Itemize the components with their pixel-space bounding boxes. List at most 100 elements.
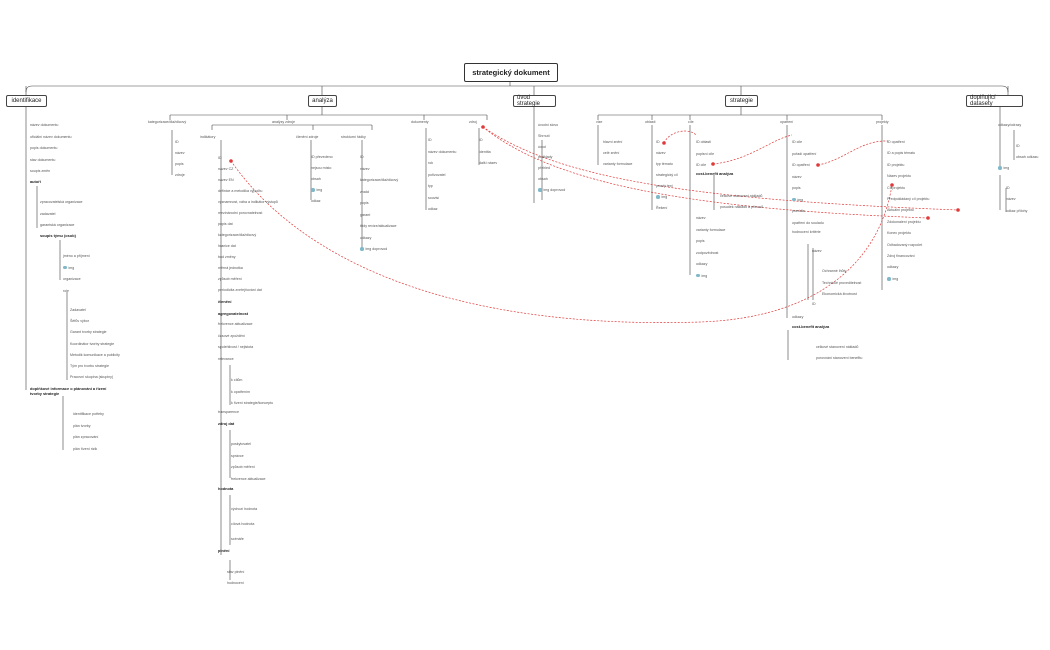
mindmap-node[interactable]: poskytovatel [231,442,251,446]
mindmap-node[interactable]: celkové stanovení nákladů [720,194,763,198]
mindmap-node[interactable]: zdroje [175,173,185,177]
mindmap-node[interactable]: plán tvorby [73,423,91,428]
mindmap-node[interactable]: cíle [688,120,694,124]
mindmap-node[interactable]: cost-benefit analýza [696,171,734,176]
mindmap-node[interactable]: transparence [218,410,239,414]
mindmap-node[interactable]: indikátory [200,135,216,139]
mindmap-node[interactable]: podklady [538,155,553,160]
mindmap-node[interactable]: strukturní řádky [341,135,366,139]
mindmap-node[interactable]: ID cíle [696,163,707,167]
mindmap-node[interactable]: frekvence aktualizace [218,322,253,326]
mindmap-node[interactable]: obsah [538,177,548,181]
mindmap-node[interactable]: popis [360,201,369,205]
mindmap-node[interactable]: identifikace potřeby [73,412,104,416]
mindmap-node[interactable]: soupis změn [30,169,51,173]
mindmap-node[interactable]: ID [656,140,660,144]
mindmap-node[interactable]: vize [596,120,603,124]
mindmap-node[interactable]: stav plnění [227,570,245,574]
mindmap-node[interactable]: plnění [218,548,230,553]
mindmap-node[interactable]: členění [218,299,232,304]
mindmap-node[interactable]: oficiální název dokumentu [30,134,72,139]
mindmap-node[interactable]: měrná jednotka [218,266,243,270]
mindmap-node[interactable]: rok [428,161,433,165]
mindmap-node[interactable]: varianty formulace [603,162,633,166]
mindmap-node[interactable]: správce [231,453,244,458]
mindmap-node[interactable]: úvodní slovo [538,123,559,127]
mindmap-node[interactable]: ID převedeno [311,155,333,159]
section-uvod[interactable]: úvod strategie [513,95,556,107]
mindmap-node[interactable]: obsah [311,177,321,181]
mindmap-node[interactable]: tvorby strategie [30,391,60,396]
mindmap-node[interactable]: plán řízení rizik [73,446,98,451]
mindmap-node[interactable]: zodpovědnost [696,250,719,255]
mindmap-node[interactable]: typ tématu [656,162,673,166]
mindmap-node[interactable]: k řízení strategie/konceptu [231,401,274,405]
mindmap-node[interactable]: frekvence aktualizace [231,476,266,481]
mindmap-node[interactable]: garantská organizace [40,223,75,227]
mindmap-node[interactable]: název [812,249,822,253]
mindmap-node[interactable]: popis dokumentu [30,146,58,150]
mindmap-node[interactable]: img [887,277,898,281]
mindmap-node[interactable]: ID opatření [887,140,905,144]
mindmap-node[interactable]: stav dokumentu [30,157,56,162]
mindmap-node[interactable]: Šéfův výbor [70,319,89,324]
root-node[interactable]: strategický dokument [464,63,558,82]
mindmap-node[interactable]: popis dat [218,222,233,226]
mindmap-node[interactable]: Předpokládaný cíl projektu [887,197,930,201]
mindmap-node[interactable]: autoři [30,179,41,184]
mindmap-node[interactable]: odkazy [792,315,804,319]
mindmap-node[interactable]: obsah odkazu [1016,155,1039,159]
mindmap-node[interactable]: k opatřením [231,389,250,394]
mindmap-node[interactable]: způsob měření [231,465,255,469]
mindmap-node[interactable]: Název projektu [887,174,911,179]
mindmap-node[interactable]: Technické proveditelnost [822,280,862,285]
mindmap-node[interactable]: celkové stanovení nákladů [816,345,859,349]
mindmap-node[interactable]: kategorizace/dlaždicový [218,233,257,237]
mindmap-node[interactable]: Aktuální projektu [887,208,914,213]
mindmap-node[interactable]: odkazy [360,235,372,240]
section-datasety[interactable]: doplňující datasety [966,95,1023,107]
mindmap-node[interactable]: img [696,274,707,278]
mindmap-node[interactable]: nejsou místo [311,166,332,170]
mindmap-node[interactable]: pořadí opatření [792,151,817,156]
section-analyza[interactable]: analýza [308,95,337,107]
mindmap-node[interactable]: znalci [360,189,370,194]
mindmap-node[interactable]: agregovatelnost [218,311,249,316]
mindmap-node[interactable]: img [792,198,803,202]
mindmap-node[interactable]: organizace [63,277,81,281]
mindmap-node[interactable]: posudek nákladů a přínosů [720,205,764,209]
mindmap-node[interactable]: Zadavatel [70,308,86,312]
mindmap-node[interactable]: zdroj dat [218,421,235,426]
mindmap-node[interactable]: Koordinátor tvorby strategie [70,341,115,346]
mindmap-node[interactable]: hodnota [218,486,234,491]
mindmap-node[interactable]: varianty formulace [696,227,726,232]
mindmap-node[interactable]: časové zpoždění [218,333,245,338]
mindmap-node[interactable]: Řešení [656,206,668,210]
mindmap-node[interactable]: img [311,188,322,192]
mindmap-node[interactable]: členění zdroje [296,135,319,139]
mindmap-node[interactable]: název [175,151,185,155]
mindmap-node[interactable]: ID [1016,144,1020,148]
mindmap-node[interactable]: hranice dat [218,244,236,248]
mindmap-node[interactable]: přehled [538,166,550,171]
mindmap-node[interactable]: doplňkové informace o plánování a řízení [30,386,107,391]
mindmap-node[interactable]: scénáře [231,537,244,541]
mindmap-node[interactable]: img [656,195,667,199]
mindmap-node[interactable]: ID [218,156,222,160]
mindmap-node[interactable]: periodicita zveřejňování dat [218,288,262,292]
mindmap-node[interactable]: spolehlivost / nejistota [218,345,254,349]
mindmap-node[interactable]: popis [175,162,184,166]
mindmap-node[interactable]: ID oblasti [696,140,711,144]
mindmap-node[interactable]: odkaz přílohy [1006,209,1028,213]
mindmap-node[interactable]: Garant tvorby strategie [70,330,107,335]
mindmap-node[interactable]: role [63,288,69,293]
mindmap-node[interactable]: hodnocení kritérie [792,230,821,234]
mindmap-node[interactable]: bod změny [218,255,236,259]
mindmap-node[interactable]: zpracovatelská organizace [40,200,83,204]
mindmap-node[interactable]: významnost, váha a indikátor výstupů [218,200,278,204]
mindmap-node[interactable]: Tým pro tvorbu strategie [70,364,109,368]
mindmap-node[interactable]: relevance [218,356,234,361]
mindmap-node[interactable]: identita [479,149,491,154]
mindmap-node[interactable]: dokumenty [411,120,429,124]
mindmap-node[interactable]: další název [479,161,498,165]
